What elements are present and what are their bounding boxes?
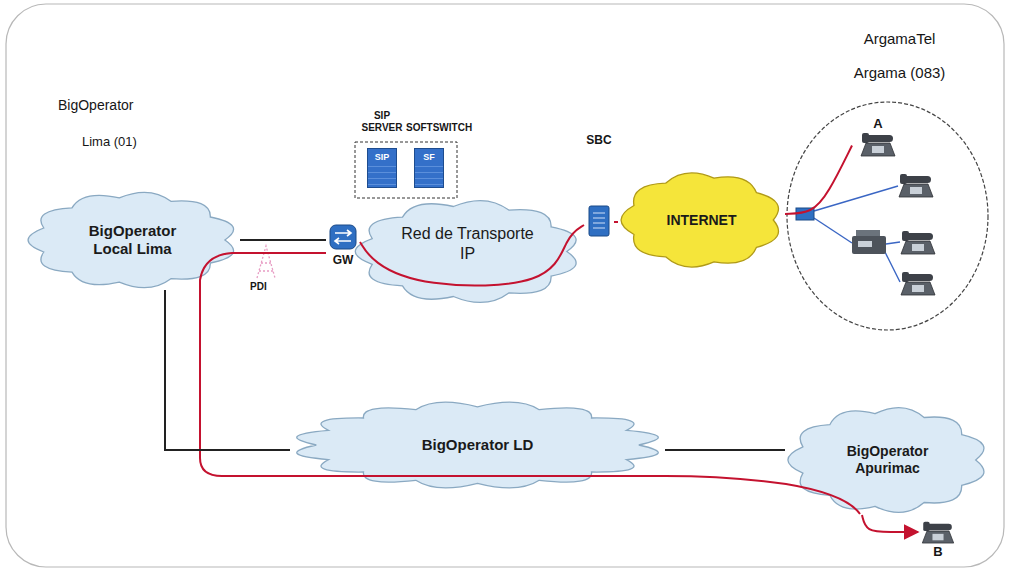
heading-row: SIP SERVER	[358, 108, 406, 134]
heading-row: SOFTSWITCH	[406, 108, 486, 134]
link-line	[240, 239, 326, 241]
network-cloud: Red de Transporte IP	[352, 198, 583, 305]
cloud-label: BigOperator Local Lima	[73, 222, 193, 258]
phone	[901, 272, 935, 295]
cloud-label: BigOperator Apurimac	[833, 443, 943, 477]
cloud-label: Red de Transporte IP	[395, 224, 540, 262]
label-box: Lima (01)	[82, 134, 137, 150]
phone-label: B	[933, 544, 942, 559]
fax-device	[852, 230, 886, 254]
phone	[901, 231, 935, 254]
pdi-marks	[257, 246, 275, 278]
phone-icon	[860, 131, 896, 157]
customer-site: A ArgamaTelArgama (083)	[785, 30, 990, 332]
network-cloud: BigOperator Local Lima	[25, 190, 240, 290]
site-name: ArgamaTel	[785, 30, 990, 48]
label-box: BigOperator	[58, 97, 133, 114]
device-label: GW	[333, 253, 354, 267]
sbc-device: SBC	[584, 133, 614, 237]
network-cloud: BigOperator LD	[290, 400, 665, 490]
server-group	[355, 142, 457, 198]
server-tag: SIP	[368, 152, 396, 163]
phone-icon	[920, 520, 956, 544]
area-code: Lima (01)	[82, 134, 137, 150]
gateway-router: GW	[326, 224, 360, 267]
link-line	[785, 146, 852, 214]
label-box: PDI	[250, 281, 267, 293]
link-line	[862, 515, 918, 532]
server-tag: SF	[415, 152, 443, 163]
link-line	[165, 290, 290, 450]
phone: B	[918, 520, 958, 559]
internet-cloud: INTERNET	[618, 170, 785, 270]
phone-label: A	[873, 116, 882, 131]
outer-frame	[6, 4, 1004, 567]
softswitch: SOFTSWITCH SF	[406, 108, 486, 188]
server-icon: SIP	[367, 148, 397, 188]
network-cloud: BigOperator Apurimac	[785, 405, 990, 515]
cloud-label: INTERNET	[667, 212, 737, 229]
region-label: BigOperator	[58, 97, 133, 114]
link-line	[665, 449, 785, 451]
server-name: SOFTSWITCH	[406, 122, 472, 134]
area-code: Argama (083)	[785, 64, 990, 82]
link-line	[614, 221, 618, 223]
phone	[899, 174, 933, 197]
sbc-icon	[588, 205, 610, 237]
server-name: SIP SERVER	[358, 110, 406, 134]
router-icon	[329, 224, 357, 250]
device-label: SBC	[586, 133, 611, 147]
lan-wiring	[814, 186, 900, 282]
cloud-label: BigOperator LD	[422, 436, 534, 454]
interface-label: PDI	[250, 281, 267, 293]
server-icon: SF	[414, 148, 444, 188]
phone: A	[852, 116, 904, 157]
site-outline	[785, 100, 990, 332]
sip-server: SIP SERVER SIP	[358, 108, 406, 188]
